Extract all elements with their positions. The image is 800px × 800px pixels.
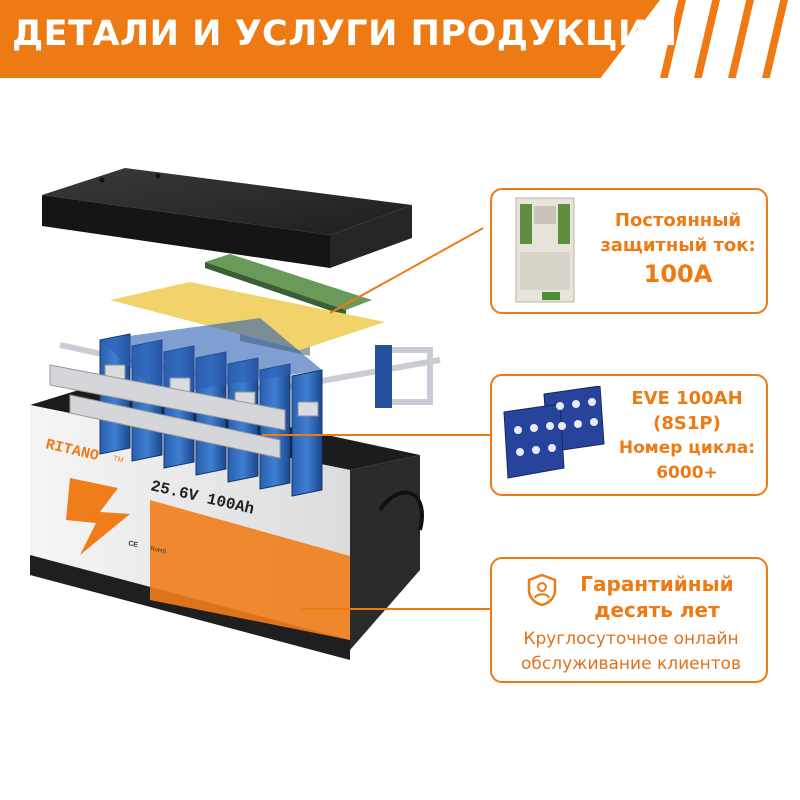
- insulation-sheet: [110, 282, 385, 350]
- brand-trademark: TM: [113, 455, 125, 464]
- warranty-title-line-2: десять лет: [594, 598, 720, 622]
- battery-lid: [42, 168, 412, 268]
- feature-card-warranty: Гарантийный десять лет Круглосуточное он…: [490, 557, 768, 683]
- cells-model: EVE 100AH: [631, 388, 743, 409]
- cells-config: (8S1P): [653, 413, 721, 434]
- feature-card-cells: EVE 100AH (8S1P) Номер цикла: 6000+: [490, 374, 768, 496]
- ce-mark: CE: [128, 540, 139, 549]
- bms-board-icon: [515, 197, 575, 303]
- cycle-label: Номер цикла:: [618, 438, 756, 458]
- leader-line-cells: [262, 434, 496, 436]
- service-line-1: Круглосуточное онлайн: [523, 629, 739, 649]
- busbar-strips: [49, 364, 286, 459]
- banner-background: [0, 0, 660, 78]
- feature-card-protection: Постоянный защитный ток: 100A: [490, 188, 768, 314]
- page-title: ДЕТАЛИ И УСЛУГИ ПРОДУКЦИИ: [12, 14, 678, 54]
- leader-line-case: [302, 608, 494, 610]
- protection-line-2: защитный ток:: [600, 235, 756, 256]
- protection-current-value: 100A: [643, 260, 713, 288]
- shield-person-icon: [527, 573, 557, 607]
- battery-cells-icon: [503, 386, 605, 479]
- title-banner: ДЕТАЛИ И УСЛУГИ ПРОДУКЦИИ: [0, 0, 800, 78]
- frame-bracket: [375, 345, 392, 408]
- rohs-mark: RoHS: [150, 546, 167, 555]
- protection-line-1: Постоянный: [614, 210, 742, 231]
- service-line-2: обслуживание клиентов: [520, 654, 742, 674]
- warranty-title-line-1: Гарантийный: [580, 572, 734, 596]
- cycle-value: 6000+: [656, 463, 718, 483]
